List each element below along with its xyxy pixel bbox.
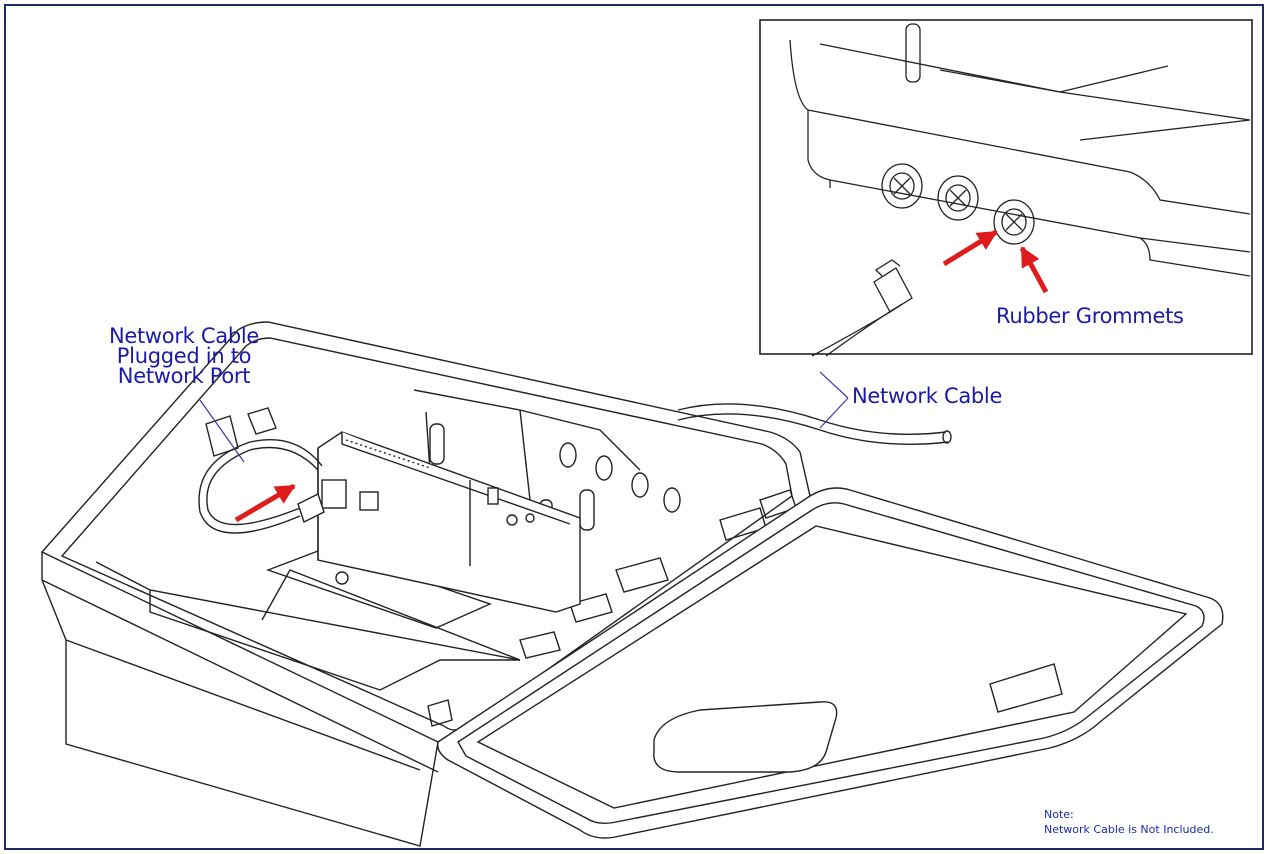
- label-rubber-grommets: Rubber Grommets: [996, 304, 1184, 328]
- label-cable-plugged-line1: Network Cable: [108, 324, 260, 348]
- arrow-to-grommet-1: [942, 229, 998, 267]
- cable-loop: [198, 439, 323, 534]
- note-block: Note: Network Cable is Not Included.: [1044, 807, 1214, 837]
- note-heading: Note:: [1044, 808, 1074, 821]
- diagram-frame: [4, 4, 1264, 850]
- network-device: [297, 431, 581, 613]
- inset-detail: [759, 19, 1253, 357]
- arrow-to-port: [234, 483, 296, 523]
- label-cable-plugged-line2: Plugged in to: [116, 344, 252, 368]
- red-arrows: [234, 229, 1049, 523]
- leader-lines: [199, 371, 849, 463]
- external-cable: [677, 403, 952, 445]
- note-text: Network Cable is Not Included.: [1044, 823, 1214, 836]
- enclosure-lid: [437, 487, 1224, 839]
- label-network-cable: Network Cable: [852, 384, 1003, 408]
- label-cable-plugged: Network Cable Plugged in to Network Port: [84, 324, 284, 388]
- label-cable-plugged-line3: Network Port: [117, 364, 251, 388]
- arrow-to-grommet-2: [1019, 246, 1049, 294]
